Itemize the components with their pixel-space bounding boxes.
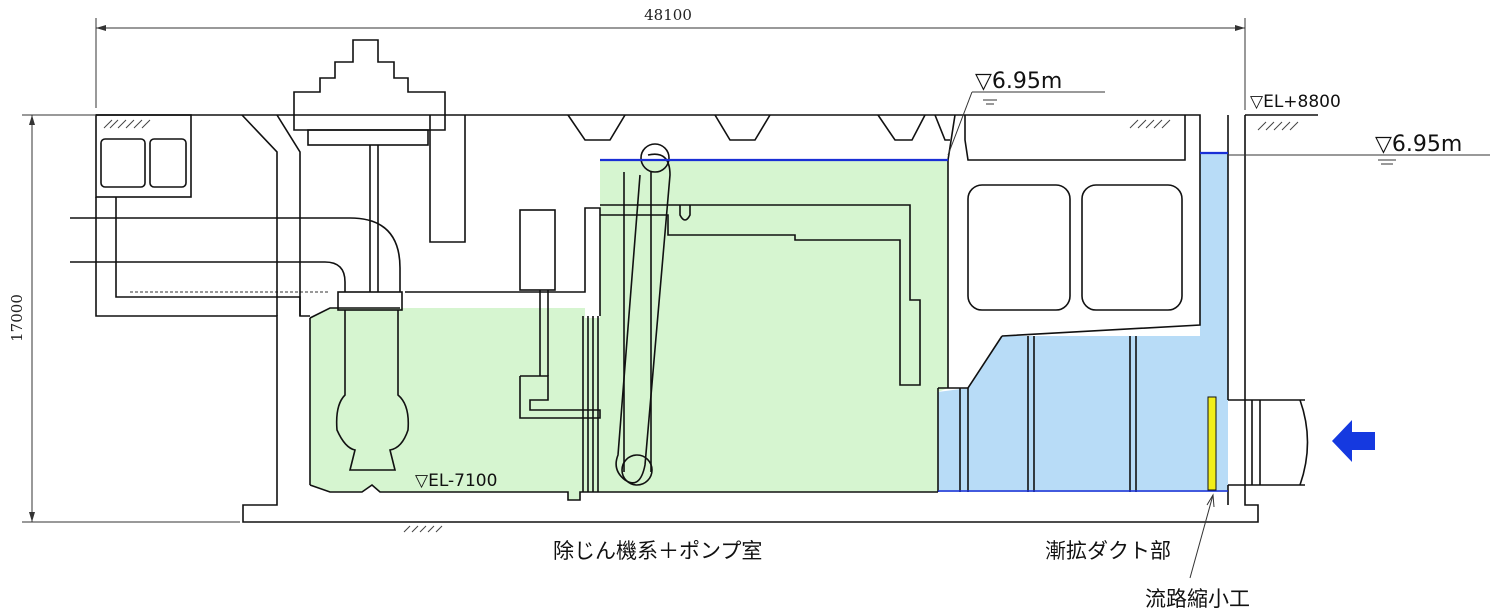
duct-level-label: ▽6.95m	[1375, 132, 1462, 157]
flow-constriction-plate	[1207, 396, 1217, 491]
pump-room-level-label: ▽6.95m	[975, 69, 1062, 94]
pump-room-water-fill	[310, 160, 948, 500]
height-dimension-label: 17000	[8, 294, 26, 342]
pump-room-water	[310, 160, 948, 500]
ground-level-label: ▽EL+8800	[1250, 92, 1341, 112]
water-surface-lines	[600, 151, 1228, 492]
width-dimension-label: 48100	[644, 6, 692, 24]
expansion-duct-label: 漸拡ダクト部	[1045, 539, 1171, 563]
concrete-structure	[70, 39, 1318, 523]
level-marker-pump-room: ▽6.95m	[947, 69, 1105, 156]
arrow-left-icon	[1332, 420, 1375, 462]
level-marker-bottom: ▽EL-7100	[415, 471, 497, 491]
level-marker-ground: ▽EL+8800	[1250, 92, 1341, 112]
level-marker-duct: ▽6.95m	[1228, 132, 1490, 165]
flow-constriction-label: 流路縮小工	[1145, 587, 1250, 611]
duct-water-fill	[938, 153, 1228, 492]
dimension-width: 48100	[95, 6, 1246, 110]
dimension-height: 17000	[8, 114, 240, 523]
pump-room-label: 除じん機系＋ポンプ室	[553, 539, 762, 563]
duct-water	[938, 153, 1228, 492]
bottom-level-label: ▽EL-7100	[415, 471, 497, 491]
soil-hatch	[103, 119, 1299, 533]
